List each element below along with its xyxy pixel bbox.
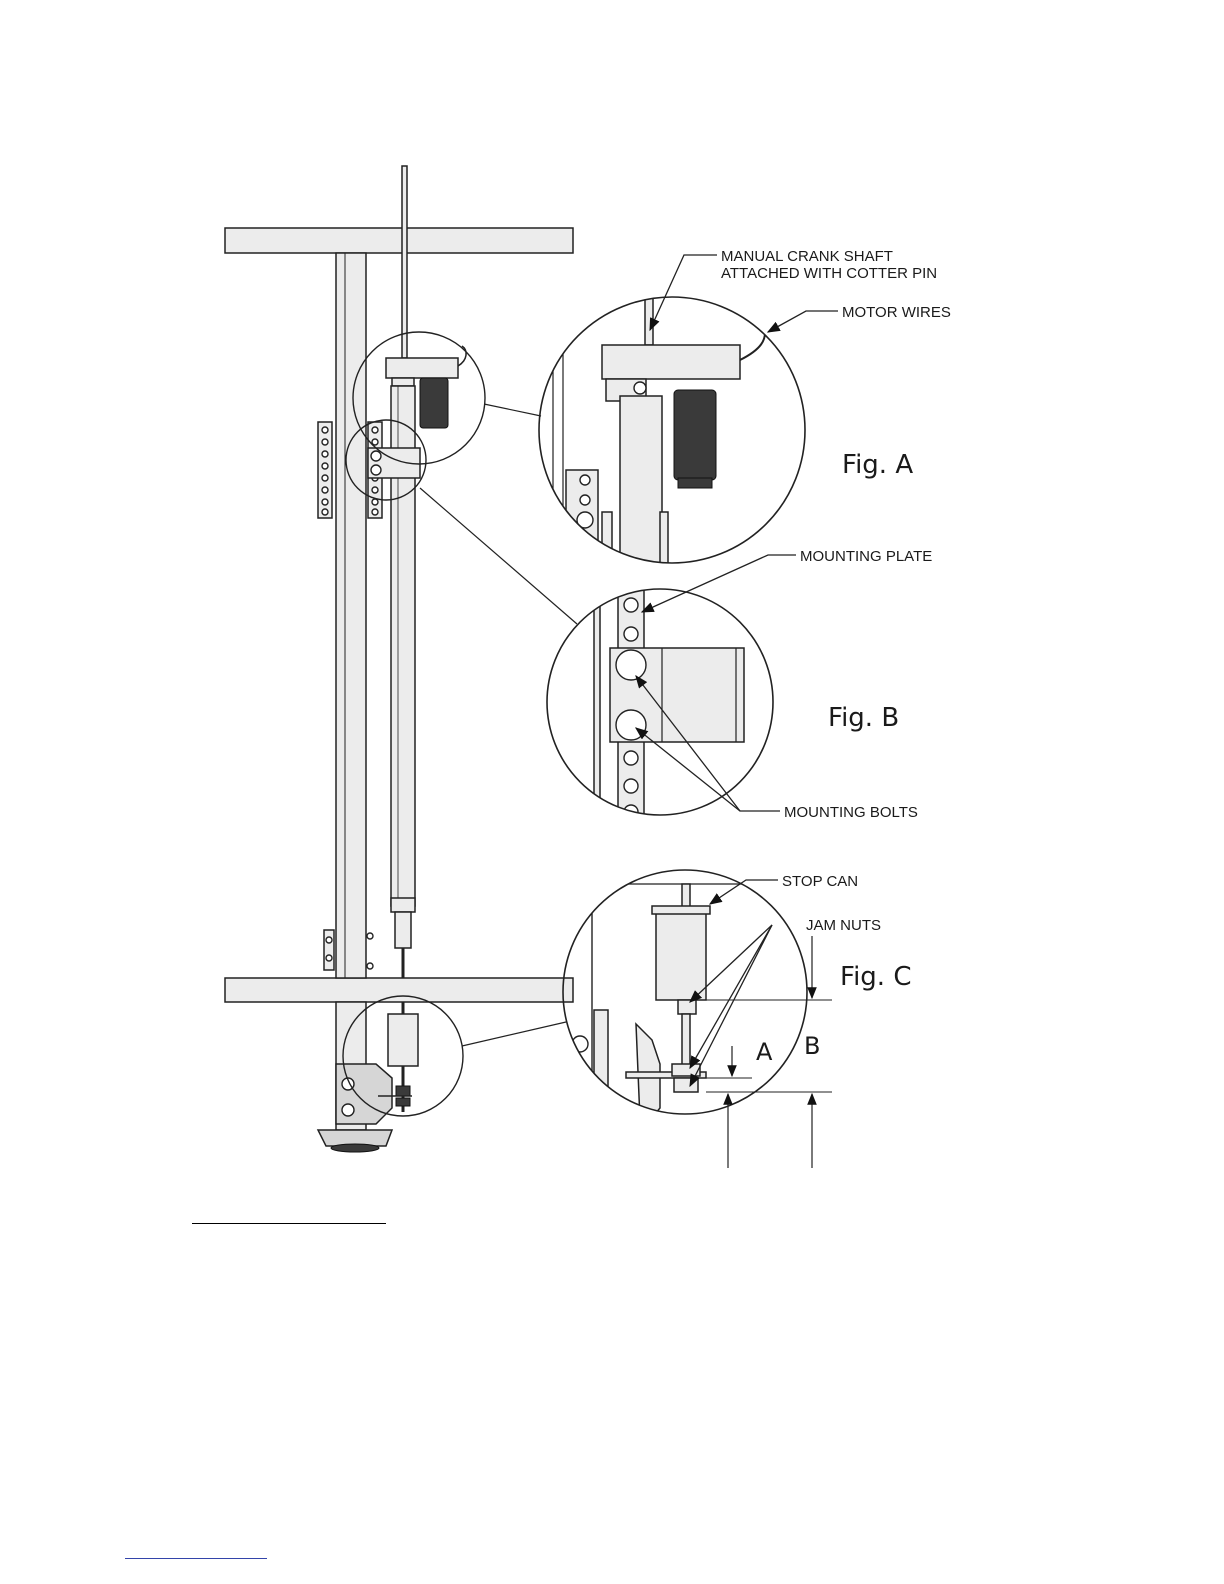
fig-b-detail xyxy=(547,588,773,819)
main-assembly xyxy=(225,166,573,1152)
label-mounting-plate: MOUNTING PLATE xyxy=(800,548,932,565)
callout-circle-a-small xyxy=(353,332,485,464)
motor xyxy=(420,378,448,428)
dimension-label-b: B xyxy=(804,1032,820,1060)
label-mounting-bolts: MOUNTING BOLTS xyxy=(784,804,918,821)
frame-post xyxy=(336,253,366,978)
label-manual-crank-line2: ATTACHED WITH COTTER PIN xyxy=(721,265,937,282)
lower-plate xyxy=(225,978,573,1002)
gearbox xyxy=(386,358,458,378)
fig-a-detail xyxy=(539,280,805,586)
fig-c-title: Fig. C xyxy=(840,962,911,992)
fig-c-detail xyxy=(563,870,807,1120)
footer-rule xyxy=(125,1558,267,1559)
crank-shaft xyxy=(402,166,407,358)
footnote-rule xyxy=(192,1223,386,1224)
dimension-label-a: A xyxy=(756,1038,773,1066)
fig-b-title: Fig. B xyxy=(828,703,899,733)
label-manual-crank-line1: MANUAL CRANK SHAFT xyxy=(721,248,893,265)
stop-can-main xyxy=(388,1014,418,1066)
label-motor-wires: MOTOR WIRES xyxy=(842,304,951,321)
fig-a-title: Fig. A xyxy=(842,450,913,480)
label-stop-can: STOP CAN xyxy=(782,873,858,890)
upper-plate xyxy=(225,228,573,253)
label-jam-nuts: JAM NUTS xyxy=(806,917,881,934)
